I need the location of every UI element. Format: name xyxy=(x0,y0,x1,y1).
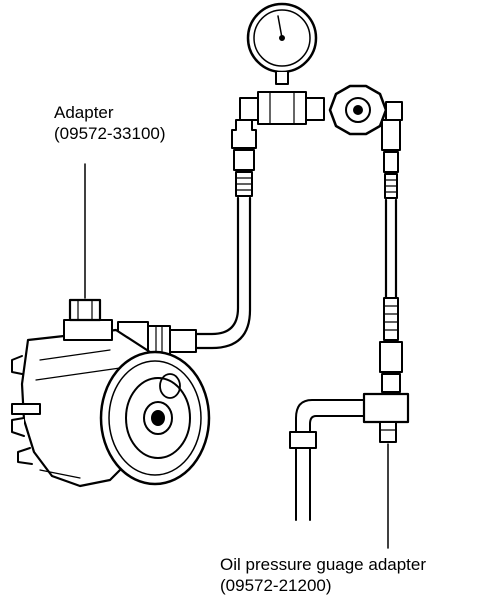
valve-hub-center xyxy=(353,105,363,115)
tee-body xyxy=(257,91,307,125)
oil-adapter-callout-part-no: (09572-21200) xyxy=(220,576,332,595)
pulley-groove xyxy=(108,360,202,476)
pump-outlet-boss xyxy=(63,319,113,341)
power-steering-pump xyxy=(11,298,211,488)
shutoff-valve xyxy=(328,84,403,136)
pulley-web xyxy=(125,377,191,459)
pump-adapter xyxy=(68,298,102,322)
tee-nut-left xyxy=(239,97,259,121)
adapter-callout: Adapter (09572-33100) xyxy=(54,102,166,144)
pulley-hole xyxy=(159,373,181,399)
adapter-callout-name: Adapter xyxy=(54,103,114,122)
pump-shaft-stub xyxy=(11,403,41,415)
valve-outlet-nut xyxy=(385,101,403,121)
right-hose-lower-fitting xyxy=(379,341,403,373)
left-hose-ferrule xyxy=(233,149,255,171)
existing-oil-line-fitting xyxy=(289,431,317,449)
pump-shading xyxy=(35,349,121,479)
tee-fitting xyxy=(239,91,325,125)
right-hose xyxy=(379,119,403,393)
gauge-pivot xyxy=(279,35,285,41)
pressure-gauge xyxy=(246,2,318,85)
pump-lug xyxy=(17,447,33,465)
right-hose-ferrule xyxy=(383,151,399,173)
right-hose-body xyxy=(384,198,398,300)
oil-adapter-block xyxy=(362,392,410,424)
gauge-face xyxy=(253,9,311,67)
adapter-callout-part-no: (09572-33100) xyxy=(54,124,166,143)
left-hose-end-fitting xyxy=(169,329,197,353)
left-hose-body xyxy=(194,196,252,350)
valve-hub xyxy=(345,97,371,123)
oil-adapter-plug xyxy=(379,421,397,443)
gauge-needle xyxy=(277,15,283,39)
pump-lug xyxy=(11,355,23,375)
right-hose-lower-crimp xyxy=(383,297,399,341)
left-hose-upper-fitting xyxy=(231,119,257,149)
pump-lug xyxy=(11,417,25,437)
oil-pressure-adapter xyxy=(289,392,410,521)
tee-nut-right xyxy=(305,97,325,121)
gauge-stem xyxy=(275,71,289,85)
oil-adapter-callout-name: Oil pressure guage adapter xyxy=(220,555,427,574)
right-hose-upper-fitting xyxy=(381,119,401,151)
left-hose xyxy=(117,119,257,361)
right-hose-lower-nut xyxy=(381,373,401,393)
existing-oil-line xyxy=(295,399,365,521)
pulley-hub-bore xyxy=(151,410,165,426)
oil-adapter-callout: Oil pressure guage adapter (09572-21200) xyxy=(220,554,426,596)
